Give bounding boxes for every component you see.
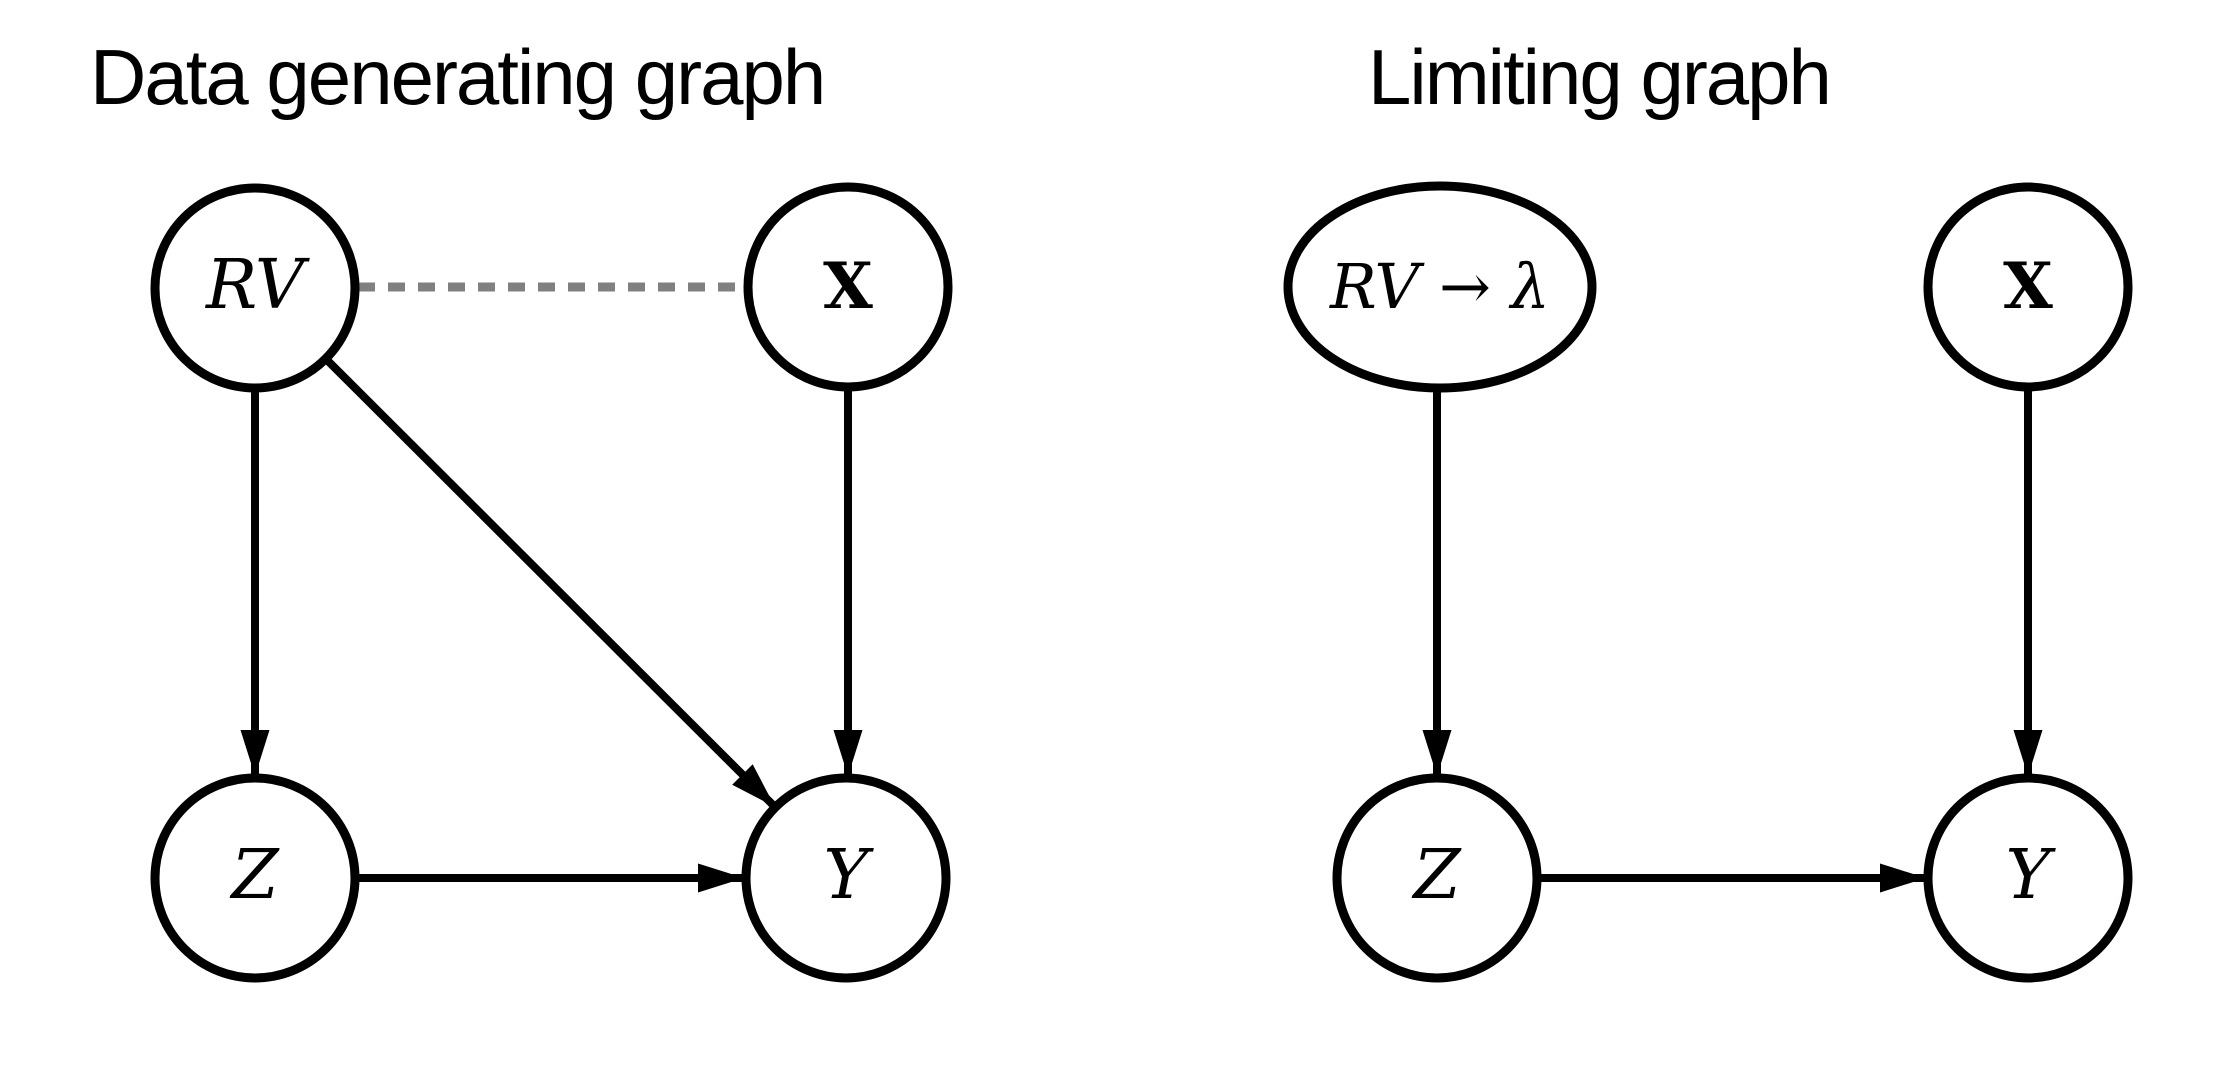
node-y-circle	[741, 773, 951, 983]
node-rv-circle	[150, 183, 360, 393]
node-z-label-right: Z	[1411, 836, 1462, 915]
node-rv-lambda-ellipse	[1283, 181, 1597, 393]
node-x-label-right: X	[2003, 249, 2053, 324]
right-graph-title: Limiting graph	[1368, 33, 1830, 121]
left-graph-title: Data generating graph	[90, 33, 824, 121]
node-rv-label: RV	[204, 246, 310, 325]
node-z-circle-right	[1332, 773, 1542, 983]
node-x-circle	[743, 182, 953, 392]
edge-rv-y-arrow	[323, 356, 778, 810]
node-z-circle	[150, 773, 360, 983]
node-y-circle-right	[1923, 773, 2133, 983]
node-rv-lambda-label: RV → λ	[1329, 250, 1550, 323]
node-x-label: X	[823, 249, 873, 324]
node-x-circle-right	[1923, 182, 2133, 392]
right-graph: Limiting graph RV → λ X Z Y	[1283, 33, 2133, 983]
node-y-label: Y	[824, 836, 875, 915]
node-z-label: Z	[229, 836, 280, 915]
left-graph: Data generating graph RV X Z Y	[90, 33, 953, 983]
node-y-label-right: Y	[2006, 836, 2057, 915]
